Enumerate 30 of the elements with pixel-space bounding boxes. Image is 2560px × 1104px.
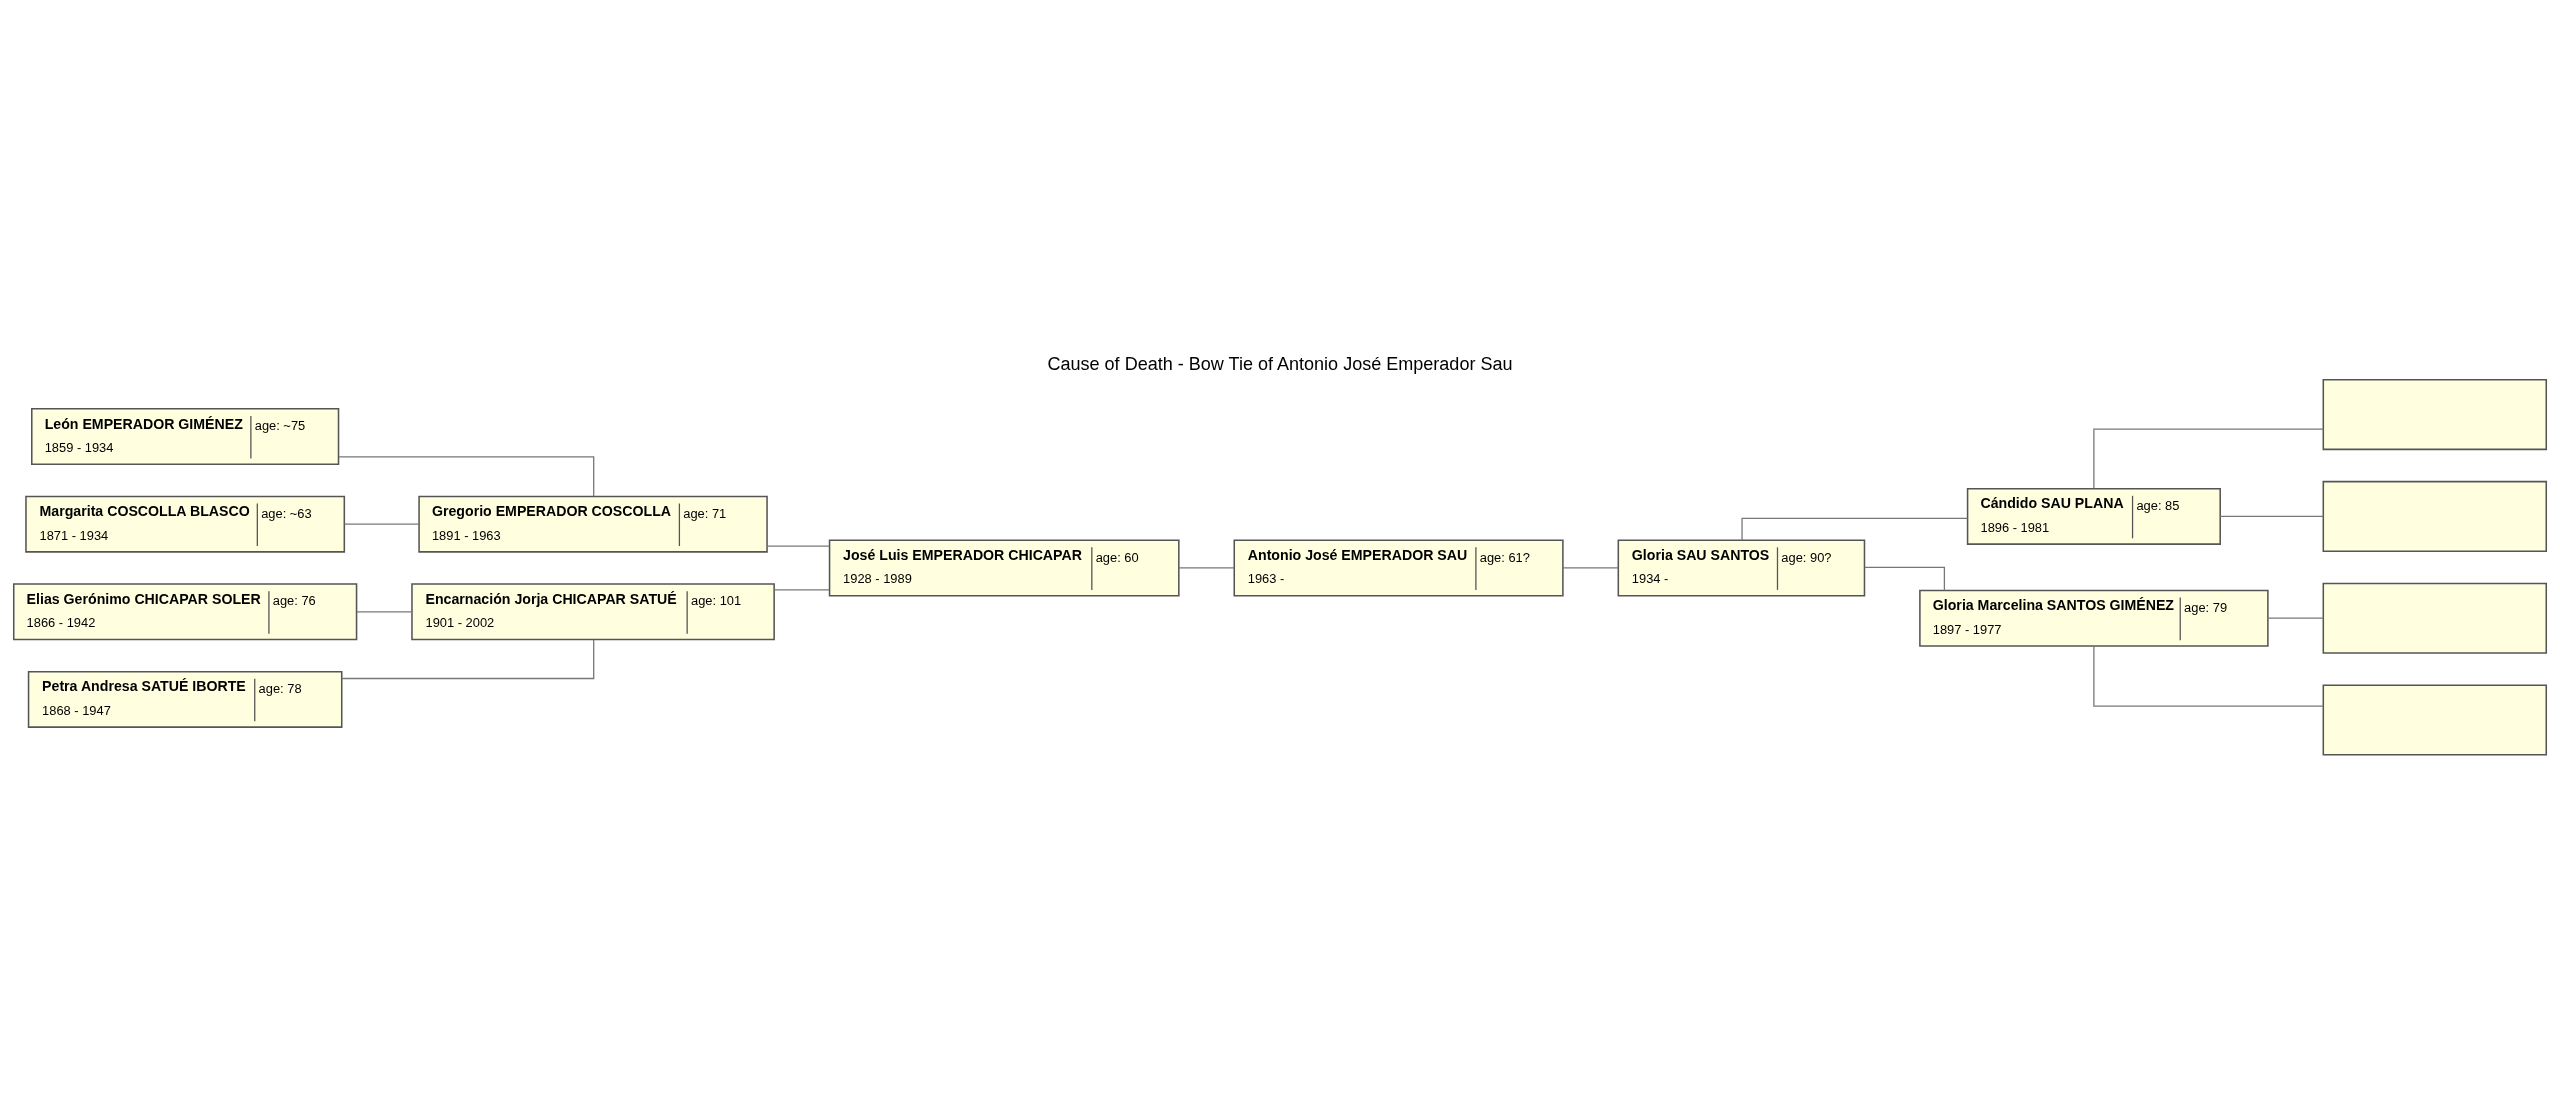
node-box: [2322, 582, 2548, 654]
node-box: [2322, 378, 2548, 450]
connector: [1741, 517, 1968, 541]
node-box: Margarita COSCOLLA BLASCO age: ~63 1871 - 1934: [25, 495, 346, 553]
node-box: Gregorio EMPERADOR COSCOLLA age: 71 1891 - 1963: [418, 495, 768, 553]
node-box: Gloria Marcelina SANTOS GIMÉNEZ age: 79 1897 - 1977: [1919, 589, 2269, 647]
connector: [343, 523, 420, 525]
diagram-title: Cause of Death - Bow Tie of Antonio José Emperador Sau: [1047, 353, 1513, 374]
connector: [2093, 427, 2324, 489]
node-box: José Luis EMPERADOR CHICAPAR age: 60 1928 - 1989: [828, 539, 1180, 596]
connector: [1178, 566, 1235, 569]
node-box: Antonio José EMPERADOR SAU age: 61? 1963 -: [1233, 539, 1564, 596]
connector: [338, 455, 595, 497]
node-box: Gloria SAU SANTOS age: 90? 1934 -: [1617, 539, 1866, 596]
connector: [766, 544, 830, 547]
connector: [2267, 617, 2324, 619]
node-box: Elias Gerónimo CHICAPAR SOLER age: 76 1866 - 1942: [12, 582, 358, 640]
node-box: León EMPERADOR GIMÉNEZ age: ~75 1859 - 1934: [31, 407, 340, 465]
connector: [2219, 515, 2324, 517]
connector: [1562, 566, 1619, 569]
node-box: Encarnación Jorja CHICAPAR SATUÉ age: 101 1901 - 2002: [411, 582, 775, 640]
node-box: Cándido SAU PLANA age: 85 1896 - 1981: [1966, 487, 2221, 545]
node-box: [2322, 480, 2548, 552]
connector: [2093, 644, 2324, 707]
node-box: Petra Andresa SATUÉ IBORTE age: 78 1868 - 1947: [27, 670, 343, 728]
node-box: [2322, 683, 2548, 756]
connector: [356, 610, 413, 612]
connector: [341, 638, 595, 679]
connector: [773, 588, 830, 591]
connector: [1864, 566, 1946, 591]
